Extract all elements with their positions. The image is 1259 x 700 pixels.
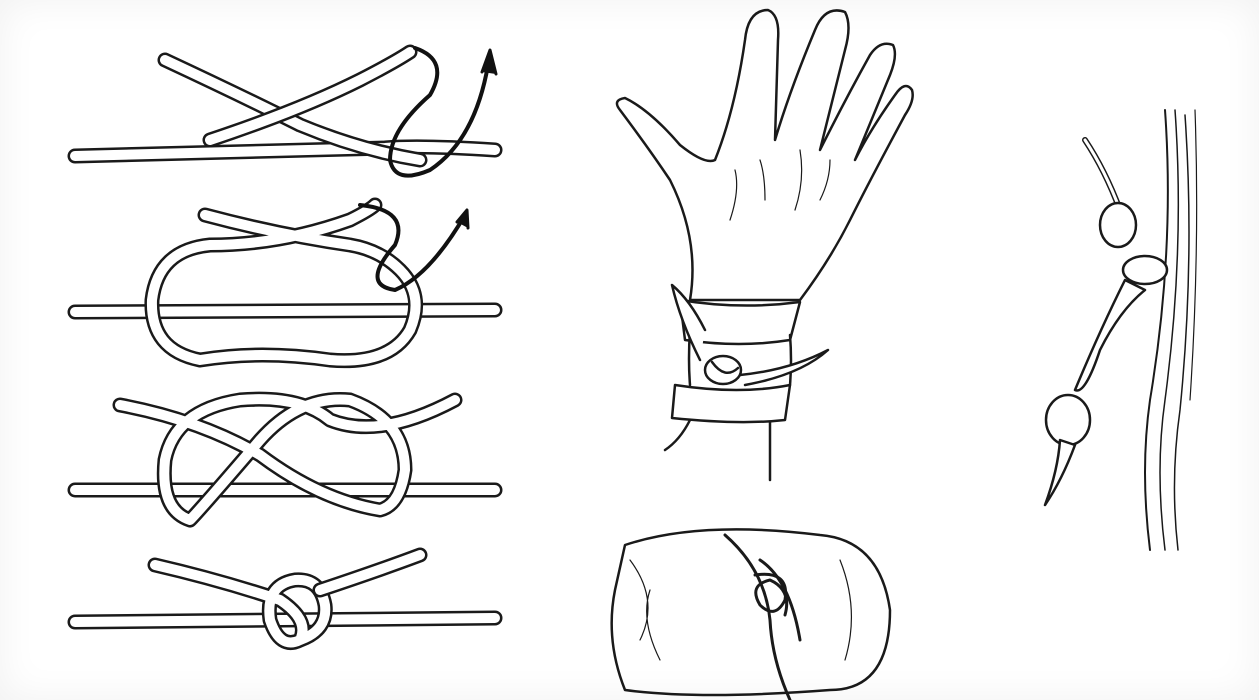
rope-hitch-panel <box>0 0 1259 700</box>
knot-illustration-page <box>0 0 1259 700</box>
